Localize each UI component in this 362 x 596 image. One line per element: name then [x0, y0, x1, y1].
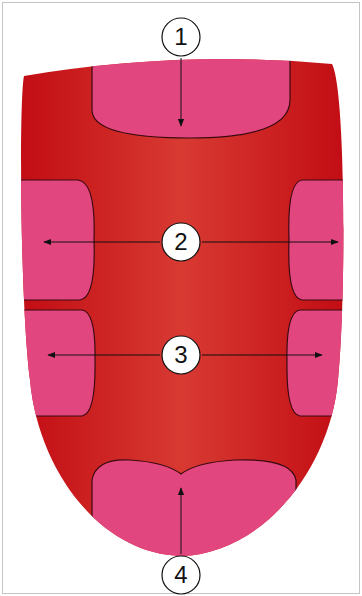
arrow	[202, 355, 322, 356]
circle-shape	[162, 223, 200, 261]
callout-circle: 4	[161, 555, 201, 595]
taste-zone-3-right	[287, 310, 362, 416]
arrow	[48, 355, 160, 356]
circle-shape	[162, 336, 200, 374]
callout-number: 4	[161, 555, 201, 595]
arrow	[202, 242, 338, 243]
circle-shape	[162, 18, 200, 56]
arrow	[181, 488, 182, 554]
callout-circle: 3	[161, 335, 201, 375]
taste-zone-3-left	[0, 310, 95, 416]
callout-number: 2	[161, 222, 201, 262]
taste-zone-2-right	[289, 180, 362, 300]
arrow	[44, 242, 160, 243]
callout-circle: 2	[161, 222, 201, 262]
taste-zone-4	[92, 460, 296, 596]
circle-shape	[162, 556, 200, 594]
callout-number: 1	[161, 17, 201, 57]
callout-number: 3	[161, 335, 201, 375]
taste-zone-1	[92, 50, 290, 138]
arrow	[181, 58, 182, 126]
callout-circle: 1	[161, 17, 201, 57]
taste-zone-2-left	[0, 180, 94, 300]
